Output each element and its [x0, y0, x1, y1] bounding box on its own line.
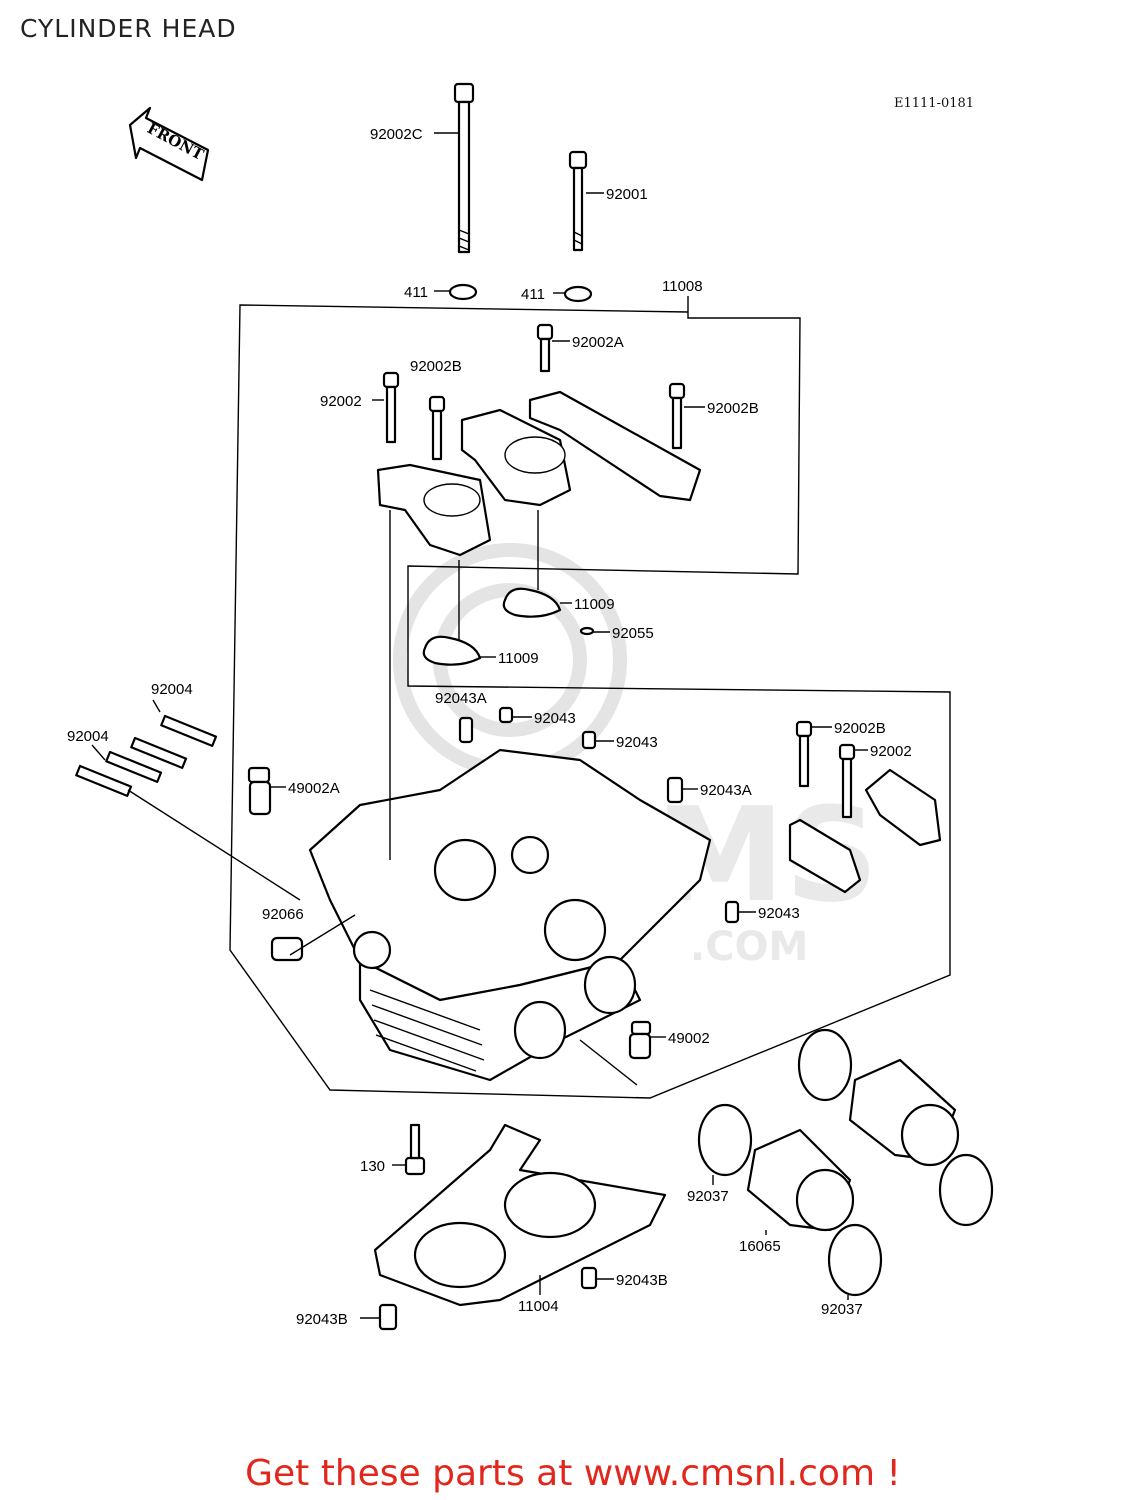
- bolt-92002c: [453, 82, 475, 254]
- label-92004-a: 92004: [151, 681, 193, 698]
- gasket-11009-a: [502, 587, 562, 618]
- diagram-code: E1111-0181: [894, 96, 975, 111]
- part-labels: 92002C 92001 411 411 11008 92002A 92002B…: [67, 126, 912, 1328]
- label-92043-b: 92043: [616, 734, 658, 751]
- label-49002a: 49002A: [288, 780, 340, 797]
- front-arrow-icon: FRONT: [128, 106, 210, 182]
- camshaft-cap-upper: [376, 390, 702, 557]
- label-16065: 16065: [739, 1238, 781, 1255]
- label-92055: 92055: [612, 625, 654, 642]
- label-92043a-b: 92043A: [700, 782, 752, 799]
- label-92002b-c: 92002B: [834, 720, 886, 737]
- label-92043b-b: 92043B: [296, 1311, 348, 1328]
- label-11009-b: 11009: [498, 650, 539, 667]
- label-92043-a: 92043: [534, 710, 576, 727]
- watermark-url: .COM: [690, 924, 808, 970]
- bolt-130: [404, 1123, 426, 1176]
- exploded-parts-diagram: CMS .COM FRONT: [67, 82, 994, 1331]
- label-92043-c: 92043: [758, 905, 800, 922]
- leader-lines: [91, 132, 868, 1319]
- label-92001: 92001: [606, 186, 648, 203]
- label-92002-a: 92002: [320, 393, 362, 410]
- group-outline-11008: [229, 304, 951, 1099]
- washer-411-a: [448, 283, 478, 301]
- head-gasket-11004: [373, 1123, 667, 1307]
- label-92043b-a: 92043B: [616, 1272, 668, 1289]
- washer-411-b: [563, 285, 593, 303]
- label-92004-b: 92004: [67, 728, 109, 745]
- studs-92004: [75, 714, 218, 797]
- washer-92055: [579, 626, 595, 636]
- label-11009-a: 11009: [574, 596, 615, 613]
- cap-bolts: [382, 323, 856, 819]
- label-11008: 11008: [662, 278, 703, 295]
- label-92002b-a: 92002B: [410, 358, 462, 375]
- label-92002a: 92002A: [572, 334, 624, 351]
- label-92066: 92066: [262, 906, 304, 923]
- label-92002c: 92002C: [370, 126, 423, 143]
- page-title: CYLINDER HEAD: [20, 14, 237, 43]
- cta-footer-link[interactable]: Get these parts at www.cmsnl.com !: [245, 1453, 901, 1494]
- label-411-a: 411: [404, 284, 428, 301]
- label-130: 130: [360, 1158, 385, 1175]
- label-411-b: 411: [521, 286, 545, 303]
- intake-holders: [697, 1028, 994, 1297]
- bolt-92001: [568, 150, 588, 252]
- label-49002: 49002: [668, 1030, 710, 1047]
- gasket-11009-b: [422, 635, 482, 666]
- label-92043a-a: 92043A: [435, 690, 487, 707]
- camshaft-cap-right: [788, 768, 942, 894]
- label-92037-b: 92037: [821, 1301, 863, 1318]
- label-92002-b: 92002: [870, 743, 912, 760]
- label-92002b-b: 92002B: [707, 400, 759, 417]
- cylinder-head-block: [308, 748, 712, 1082]
- label-92037-a: 92037: [687, 1188, 729, 1205]
- fittings: [247, 766, 652, 1060]
- dowel-pins: [378, 706, 740, 1331]
- label-11004: 11004: [518, 1298, 559, 1315]
